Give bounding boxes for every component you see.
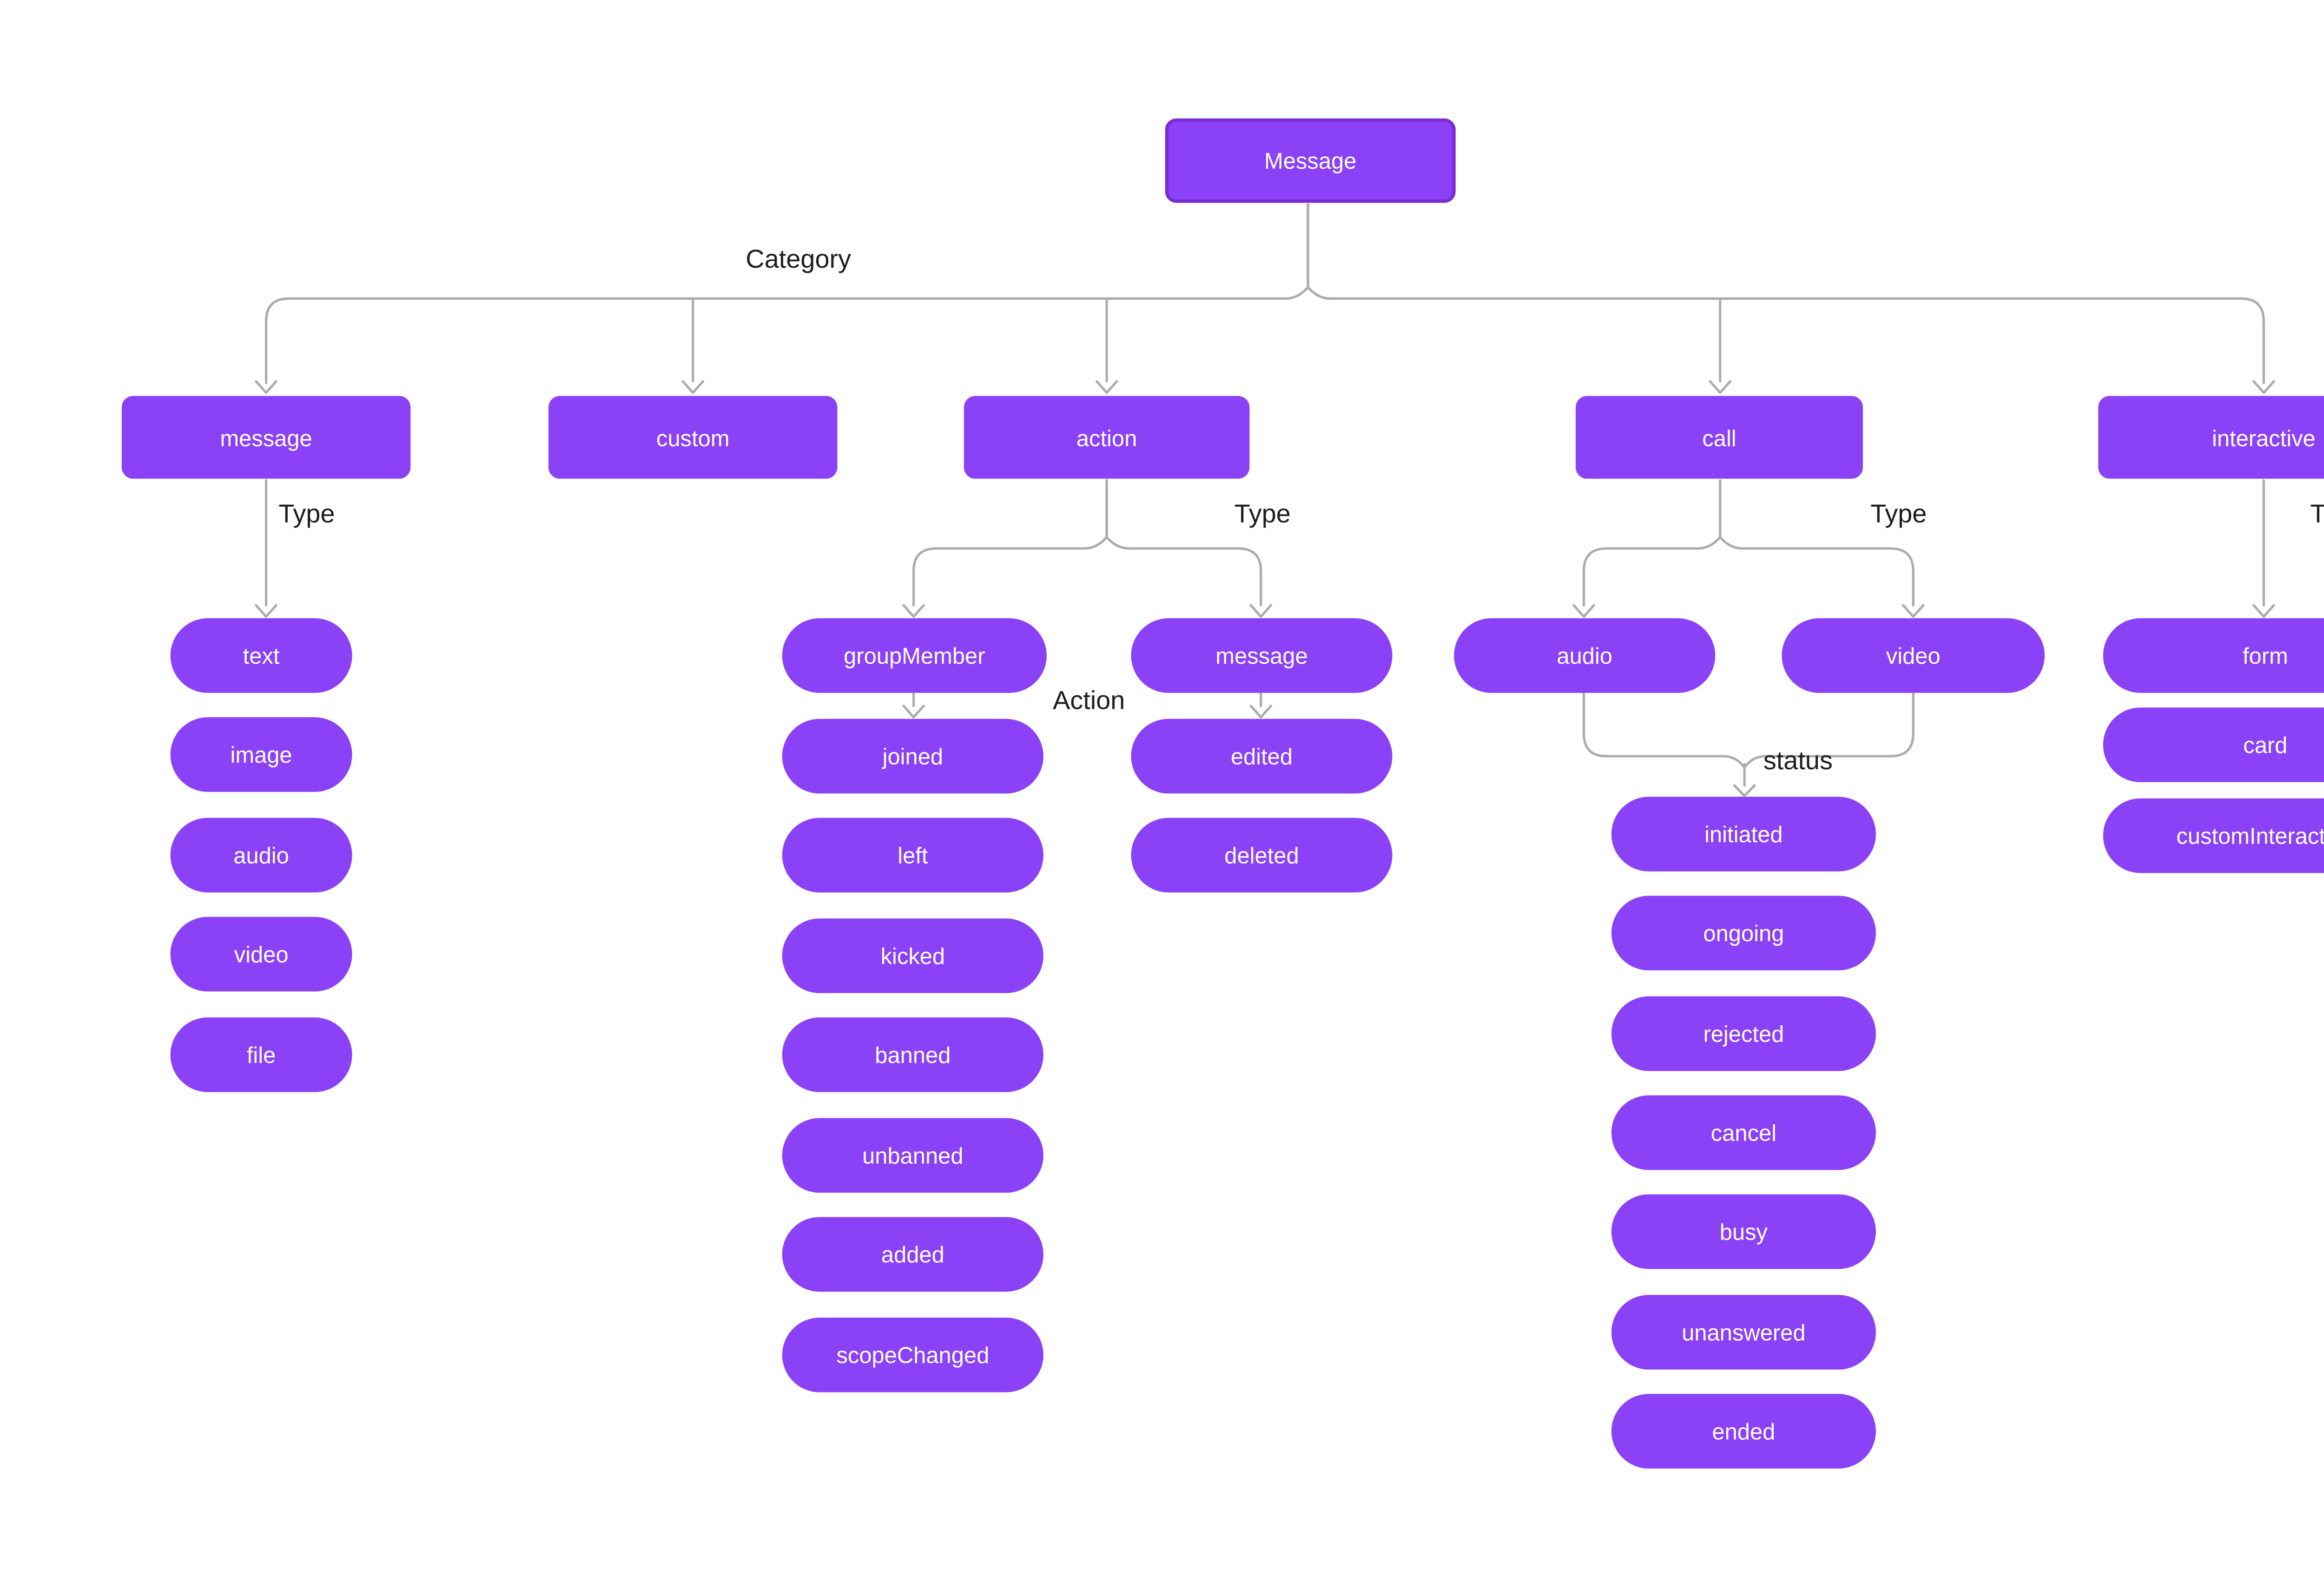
node-message-type-video: video: [170, 917, 352, 992]
node-gm-action-left: left: [782, 818, 1043, 893]
edge-label-type-action: Type: [1234, 501, 1291, 529]
node-interactive-type-card: card: [2103, 707, 2324, 782]
node-call-status-initiated: initiated: [1611, 797, 1876, 871]
node-gm-action-scopechanged: scopeChanged: [782, 1317, 1043, 1393]
node-message-type-text: text: [170, 618, 352, 693]
node-category-interactive: interactive: [2098, 396, 2324, 479]
groupmember-to-action-arrow: [902, 692, 925, 719]
edge-label-category: Category: [746, 246, 852, 275]
node-call-status-rejected: rejected: [1611, 996, 1876, 1071]
node-gm-action-added: added: [782, 1217, 1043, 1292]
node-action-type-message: message: [1131, 618, 1393, 693]
node-msg-action-edited: edited: [1131, 719, 1393, 794]
call-type-split: [1572, 479, 1925, 618]
node-call-status-unanswered: unanswered: [1611, 1295, 1876, 1370]
edge-label-status: status: [1763, 748, 1833, 776]
edge-label-type-interactive: Type: [2310, 501, 2324, 529]
node-gm-action-kicked: kicked: [782, 918, 1043, 993]
node-message-type-audio: audio: [170, 818, 352, 893]
edge-label-type-message: Type: [278, 501, 335, 529]
node-category-action: action: [964, 396, 1250, 479]
interactive-to-type-arrow: [2252, 479, 2275, 618]
node-category-call: call: [1576, 396, 1863, 479]
node-gm-action-unbanned: unbanned: [782, 1118, 1043, 1193]
node-interactive-type-custominteractive: customInteractive: [2103, 798, 2324, 873]
node-call-type-audio: audio: [1454, 618, 1716, 693]
node-interactive-type-form: form: [2103, 618, 2324, 693]
node-gm-action-joined: joined: [782, 719, 1043, 794]
node-message-type-image: image: [170, 717, 352, 792]
node-call-status-cancel: cancel: [1611, 1095, 1876, 1170]
node-message-type-file: file: [170, 1017, 352, 1092]
node-msg-action-deleted: deleted: [1131, 818, 1393, 893]
call-status-merge: [1582, 692, 1915, 798]
node-gm-action-banned: banned: [782, 1017, 1043, 1092]
node-message-root: Message: [1165, 118, 1456, 203]
message-to-type-arrow: [255, 479, 277, 618]
node-call-status-ongoing: ongoing: [1611, 896, 1876, 970]
node-category-message: message: [121, 396, 411, 479]
edge-label-action: Action: [1053, 688, 1125, 716]
node-action-type-groupmember: groupMember: [782, 618, 1047, 693]
node-call-status-busy: busy: [1611, 1194, 1876, 1269]
edge-label-type-call: Type: [1870, 501, 1927, 529]
action-type-split: [902, 479, 1273, 618]
node-call-type-video: video: [1782, 618, 2045, 693]
root-to-category-bus: [255, 203, 2275, 394]
node-call-status-ended: ended: [1611, 1394, 1876, 1469]
message-to-action-arrow: [1249, 692, 1273, 719]
node-category-custom: custom: [548, 396, 838, 479]
